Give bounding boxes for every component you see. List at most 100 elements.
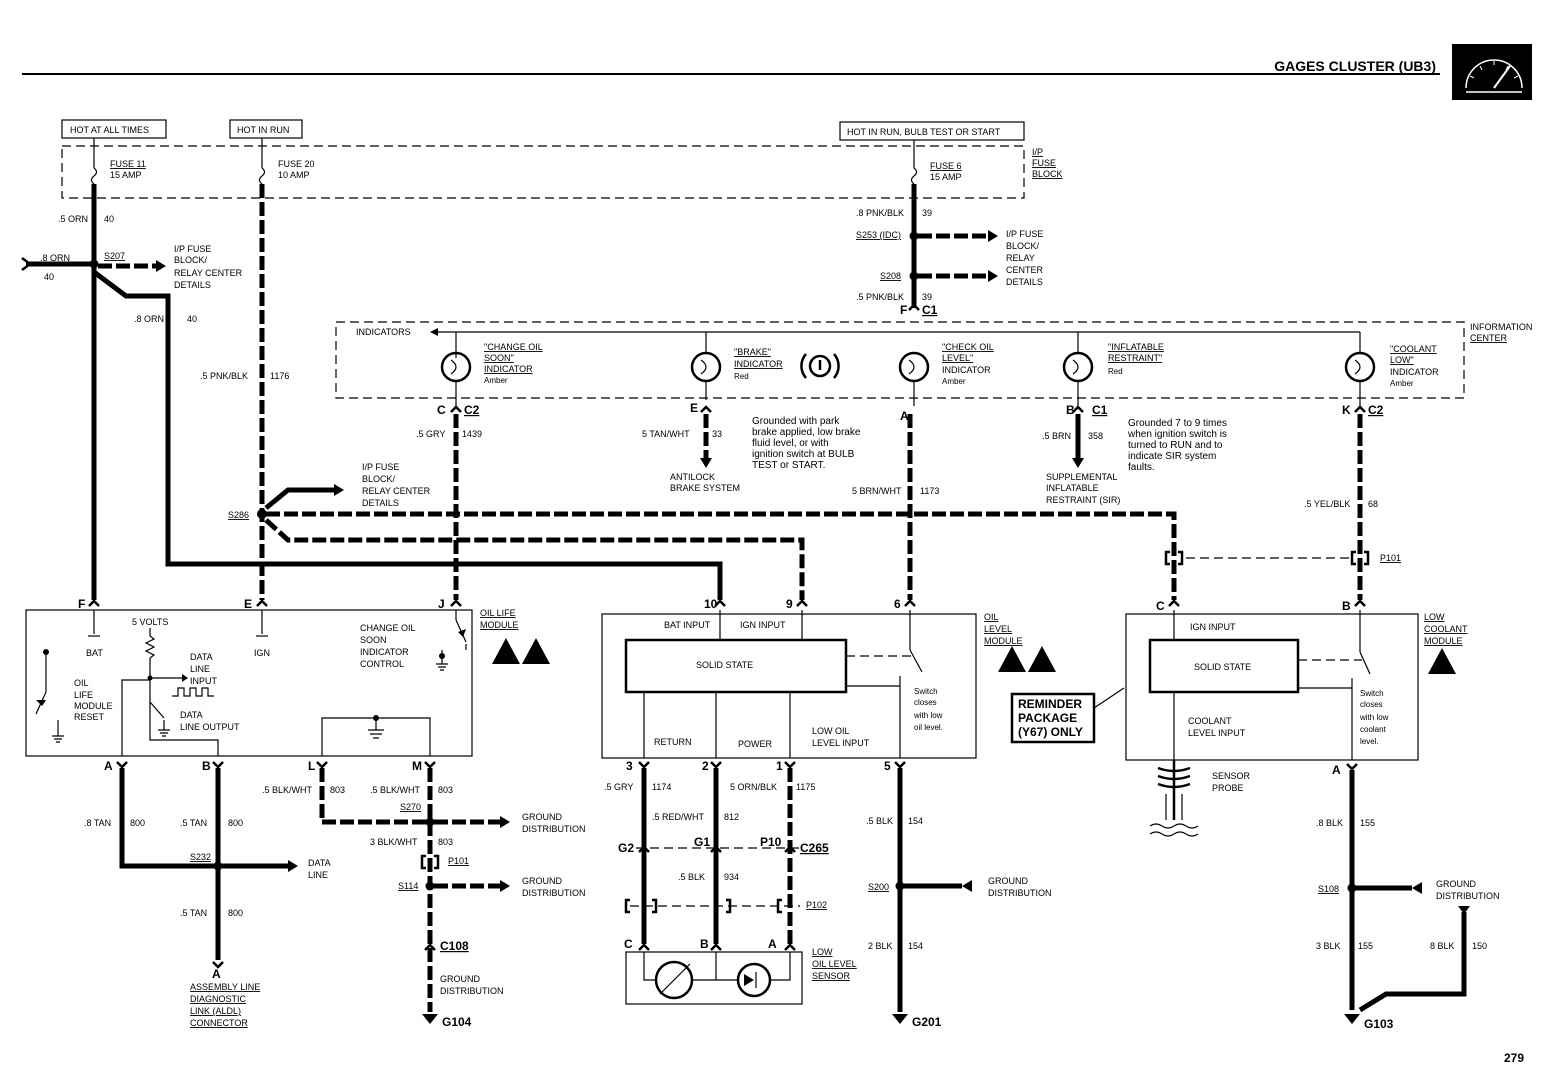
low-oil-label: LOW OIL [812,726,850,736]
sensor-label: LOW [812,947,833,957]
ign-label: IGN [254,648,270,658]
low-oil-label: LEVEL INPUT [812,738,870,748]
wire-number: 812 [724,812,739,822]
splice-label: S270 [400,802,421,812]
wire-number: 1175 [796,782,815,792]
reminder-package-note: REMINDER PACKAGE (Y67) ONLY [1010,687,1125,744]
control-label: SOON [360,635,387,645]
splice-label: S108 [1318,884,1339,894]
wire-label: .8 PNK/BLK [856,208,904,218]
wire-number: 40 [104,214,114,224]
wire-number: 803 [438,785,453,795]
ref-label: LINE [308,870,328,880]
sensor-pin: A [768,937,777,951]
connector-pin: K [1342,403,1351,417]
note-text: when ignition switch is [1127,429,1227,440]
ref-label: DISTRIBUTION [1436,891,1500,901]
reminder-label: PACKAGE [1018,711,1077,725]
ref-label: DETAILS [362,498,399,508]
pin-label: M [412,759,422,773]
ref-label: DISTRIBUTION [440,986,504,996]
hot-in-run-label: HOT IN RUN [237,125,289,135]
wire-label: .5 PNK/BLK [200,371,248,381]
fuse-6-circuit: .8 PNK/BLK 39 S253 (IDC) I/P FUSE BLOCK/… [856,184,1044,317]
connector-pin: F [900,303,907,317]
note-text: indicate SIR system [1128,451,1216,462]
module-title: OIL [984,612,999,622]
wire-number: 1174 [652,782,671,792]
ref-label: GROUND [522,876,562,886]
wire-label: .5 YEL/BLK [1304,499,1350,509]
indicators-label: INDICATORS [356,327,411,337]
wire-number: 40 [44,272,54,282]
wire-label: 3 BLK/WHT [370,837,418,847]
data-line-output-label: DATA [180,710,203,720]
wire-label: .8 ORN [40,253,70,263]
ref-label: GROUND [522,812,562,822]
ref-label: DATA [308,858,331,868]
oil-life-lower-wiring: .8 TAN 800 .5 TAN 800 S232 DATA LINE .5 … [84,768,586,1029]
module-title: MODULE [480,620,519,630]
ign-input-label: IGN INPUT [740,620,786,630]
splice-label: S114 [398,881,418,891]
connector-pin: E [690,401,698,415]
sensor-label: SENSOR [1212,771,1251,781]
five-volts-label: 5 VOLTS [132,617,168,627]
wire-label: .5 TAN [180,818,207,828]
splice-s207 [89,259,99,269]
pin-label: B [202,759,211,773]
esd-warning-icon [998,646,1026,672]
connector-pin: C [437,403,446,417]
pin-label: 10 [704,597,718,611]
ref-label: DETAILS [1006,277,1043,287]
splice-label: S232 [190,852,211,862]
module-title: LOW [1424,612,1445,622]
wire-label: .5 TAN [180,908,207,918]
fuse-20-name: FUSE 20 [278,159,315,169]
wire-number: 1173 [920,486,939,496]
ref-label: GROUND [1436,879,1476,889]
indicator-label: INDICATOR [484,364,533,374]
wire-label: 3 BLK [1316,941,1341,951]
splice-label: S207 [104,251,125,261]
indicator-label: RESTRAINT" [1108,353,1162,363]
splice-s108 [1347,883,1357,893]
ref-label: BRAKE SYSTEM [670,483,740,493]
ref-label: I/P FUSE [362,462,399,472]
splice-label: S253 (IDC) [856,230,901,240]
note-text: faults. [1128,462,1155,473]
ref-label: DETAILS [174,280,211,290]
sensor-pin: C [624,937,633,951]
splice-s114 [425,881,435,891]
resistor-icon [144,635,156,659]
fuse-6-name: FUSE 6 [930,161,962,171]
pin-label: F [78,597,85,611]
ref-label: CENTER [1006,265,1044,275]
wire-number: 358 [1088,431,1103,441]
wire-number: 33 [712,429,722,439]
wire-number: 800 [228,818,243,828]
ip-fuse-block-label-1: I/P [1032,147,1043,157]
fuse-20-icon [258,167,266,185]
note-text: fluid level, or with [752,438,829,449]
wire-number: 1176 [270,371,289,381]
indicator-label: INDICATOR [734,359,783,369]
wire-label: .5 BLK [678,872,705,882]
indicator-color: Red [734,372,749,381]
ign-input-label: IGN INPUT [1190,622,1236,632]
data-line-input-label: DATA [190,652,213,662]
return-label: RETURN [654,737,692,747]
ref-label: DISTRIBUTION [988,888,1052,898]
ground-icon [422,1014,438,1024]
wire-number: 803 [330,785,345,795]
wire-label: .8 ORN [134,314,164,324]
wire-number: 803 [438,837,453,847]
aldl-label: DIAGNOSTIC [190,994,247,1004]
fuse-11-name: FUSE 11 [110,159,146,169]
ref-label: SUPPLEMENTAL [1046,472,1117,482]
pin-label: A [1332,763,1341,777]
ref-label: BLOCK/ [1006,241,1040,251]
ip-fuse-block-label-3: BLOCK [1032,169,1063,179]
note-text: Grounded with park [752,416,840,427]
info-center-label: CENTER [1470,333,1508,343]
